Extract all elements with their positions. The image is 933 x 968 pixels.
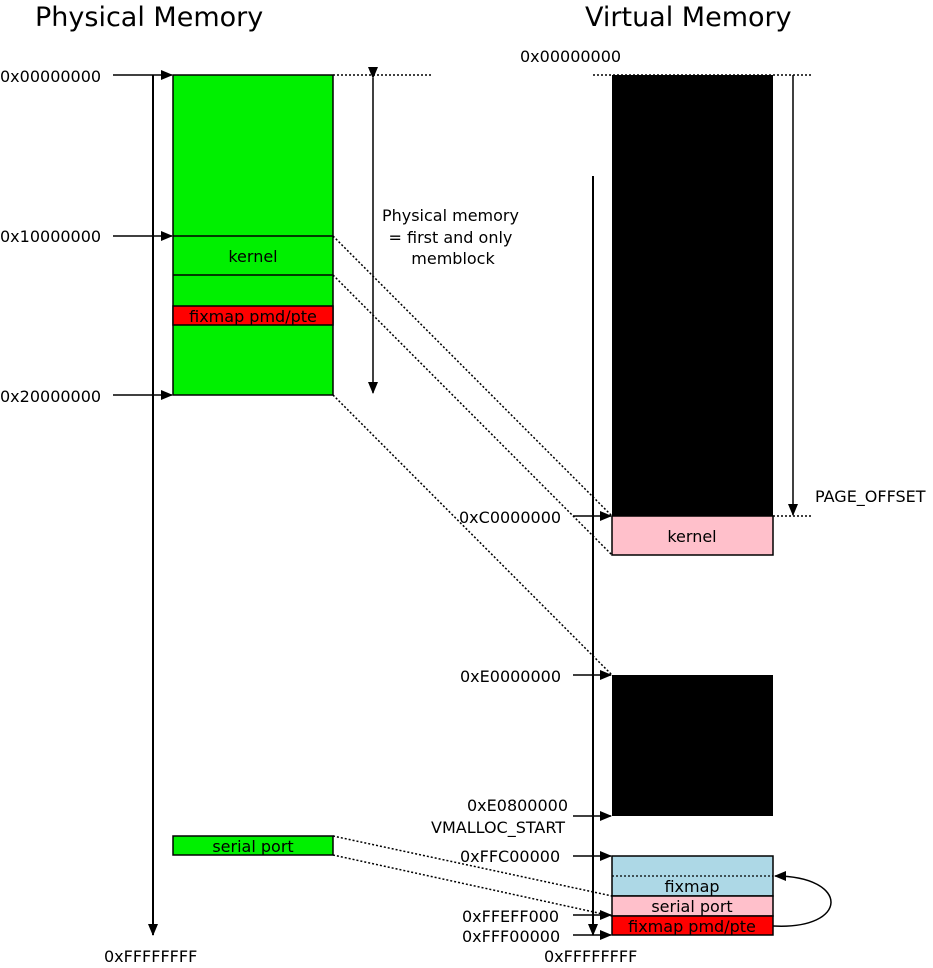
phys-addr-0xFFFFFFFF: 0xFFFFFFFF — [104, 947, 197, 966]
virtual-fixmap-pmd-pte-block — [611, 915, 774, 936]
mapping-lines — [332, 235, 613, 917]
virtual-kernel-block — [611, 515, 774, 556]
memblock-note: Physical memory = first and only membloc… — [382, 206, 524, 268]
memblock-note-line-2: = first and only — [389, 228, 513, 247]
physical-serial-port-block — [172, 835, 334, 856]
pmd-pte-to-fixmap-arrow — [772, 871, 832, 927]
physical-memory-title: Physical Memory — [35, 2, 263, 33]
virtual-memory-title: Virtual Memory — [585, 2, 792, 33]
physical-serial-port-label: serial port — [212, 837, 293, 856]
virtual-memory-map: 0x00000000 PAGE_OFFSET kernel 0xC0000000… — [431, 47, 926, 966]
virt-addr-0xFFF00000: 0xFFF00000 — [462, 927, 560, 946]
virtual-fixmap-pmd-pte-label: fixmap pmd/pte — [628, 917, 756, 936]
phys-addr-0x00000000: 0x00000000 — [0, 67, 101, 86]
virtual-user-space-block — [612, 75, 773, 516]
kernel-mapping-bottom-line — [332, 274, 613, 556]
virt-addr-0xFFEFF000: 0xFFEFF000 — [462, 907, 559, 926]
virt-addr-0xE0000000: 0xE0000000 — [460, 667, 561, 686]
page-offset-label: PAGE_OFFSET — [815, 487, 926, 507]
virt-addr-0x00000000: 0x00000000 — [520, 47, 621, 66]
virt-addr-0xE0800000: 0xE0800000 — [467, 796, 568, 815]
physical-kernel-label: kernel — [228, 247, 277, 266]
memblock-note-line-1: Physical memory — [382, 206, 519, 225]
phys-addr-0x10000000: 0x10000000 — [0, 227, 101, 246]
ram-end-mapping-line — [332, 394, 613, 676]
virtual-serial-port-label: serial port — [651, 897, 732, 916]
virtual-fixmap-label: fixmap — [664, 877, 719, 896]
physical-fixmap-pmd-pte-block — [172, 305, 334, 326]
virt-addr-0xFFFFFFFF: 0xFFFFFFFF — [544, 947, 637, 966]
virtual-kernel-label: kernel — [667, 527, 716, 546]
memblock-note-line-3: memblock — [411, 249, 495, 268]
kernel-mapping-top-line — [332, 235, 613, 517]
virt-addr-0xC0000000: 0xC0000000 — [459, 508, 561, 527]
serial-mapping-top-line — [332, 835, 613, 897]
virt-addr-0xFFC00000: 0xFFC00000 — [460, 847, 560, 866]
phys-addr-0x20000000: 0x20000000 — [0, 387, 101, 406]
vmalloc-start-label: VMALLOC_START — [431, 818, 565, 838]
physical-fixmap-pmd-pte-label: fixmap pmd/pte — [189, 307, 317, 326]
serial-mapping-bottom-line — [332, 854, 613, 917]
virtual-vmalloc-block — [612, 675, 773, 816]
physical-ram-block — [172, 74, 334, 396]
physical-memory-map: kernel fixmap pmd/pte serial port 0x0000… — [0, 67, 524, 966]
